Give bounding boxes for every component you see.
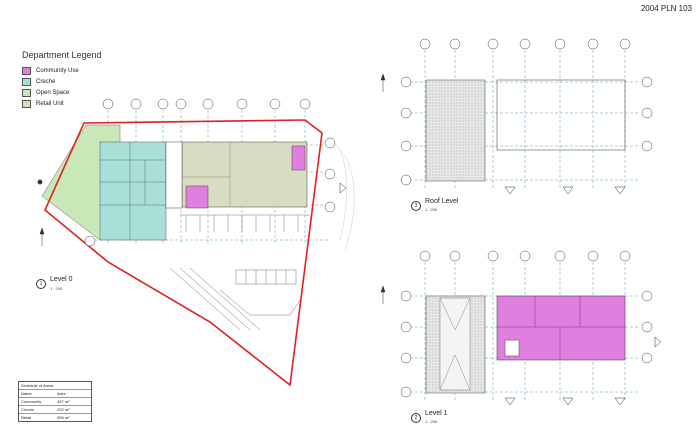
roof-plan — [380, 38, 653, 195]
level0-view-title: Level 0 — [50, 276, 73, 283]
level0-view-marker: 1 — [36, 279, 46, 289]
legend-swatch — [22, 99, 31, 108]
legend-swatch — [22, 66, 31, 75]
legend-label: Retail Unit — [36, 100, 64, 107]
legend-item-community: Community Use — [22, 66, 79, 75]
level1-view-marker: 2 — [411, 413, 421, 423]
level1-plan — [380, 250, 662, 406]
legend-item-open-space: Open Space — [22, 88, 69, 97]
roof-view-scale: 1 : 200 — [425, 207, 438, 212]
legend-title: Department Legend — [22, 50, 102, 60]
roof-view-marker: 3 — [411, 201, 421, 211]
legend-item-retail: Retail Unit — [22, 99, 64, 108]
level0-grid-top — [102, 98, 311, 110]
schedule-title: Schedule of Areas — [21, 383, 54, 388]
legend-label: Creche — [36, 78, 56, 85]
roof-view-title: Roof Level — [425, 198, 459, 205]
level0-view-scale: 1 : 200 — [50, 286, 63, 291]
level1-view-title: Level 1 — [425, 410, 448, 417]
level1-view-scale: 1 : 200 — [425, 419, 438, 424]
legend-swatch — [22, 88, 31, 97]
legend-swatch — [22, 77, 31, 86]
legend-item-creche: Creche — [22, 77, 55, 86]
sheet-number: 2004 PLN 103 — [640, 4, 692, 13]
legend-label: Open Space — [36, 89, 70, 96]
legend-label: Community Use — [36, 67, 79, 74]
level0-plan — [37, 98, 355, 387]
